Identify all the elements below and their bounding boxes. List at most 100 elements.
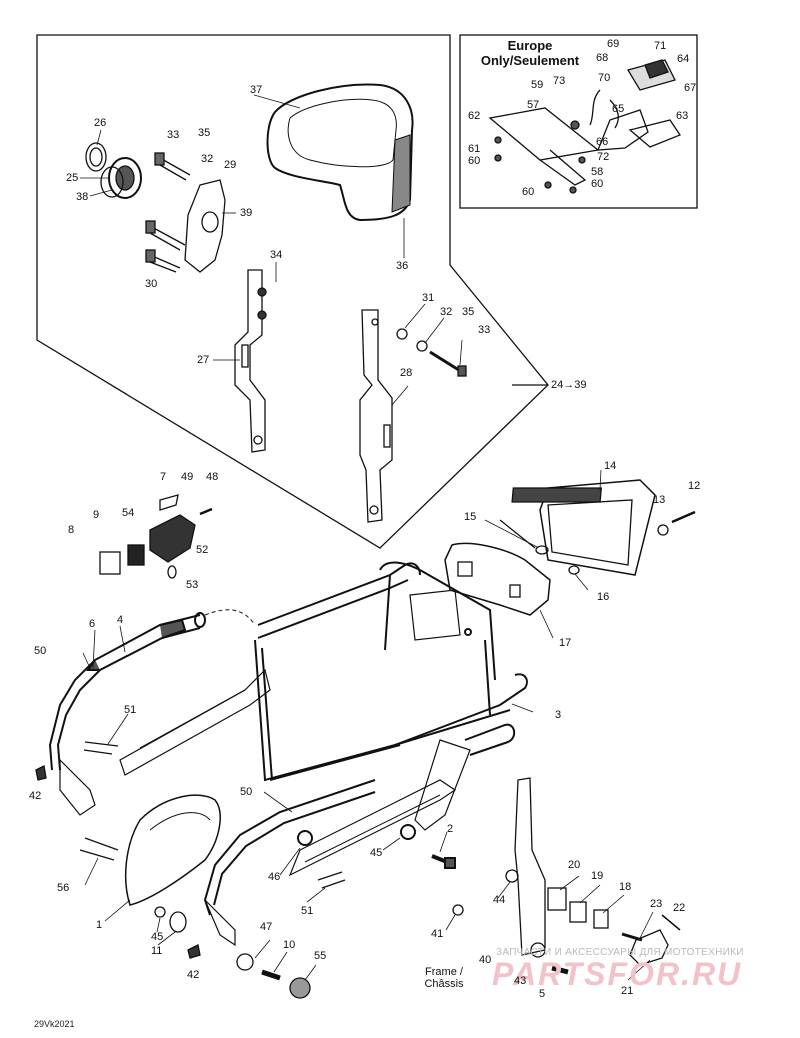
callout-42: 42 xyxy=(187,969,200,981)
callout-37: 37 xyxy=(250,84,263,96)
right-rail xyxy=(203,739,471,947)
group-range-label: 24→39 xyxy=(551,379,587,391)
callout-19: 19 xyxy=(591,870,604,882)
callout-30: 30 xyxy=(145,278,158,290)
europe-title-line1: Europe xyxy=(507,38,553,53)
callout-48: 48 xyxy=(206,471,219,483)
callout-71: 71 xyxy=(654,40,667,52)
callout-13: 13 xyxy=(653,494,666,506)
callout-70: 70 xyxy=(598,72,611,84)
europe-title-line2: Only/Seulement xyxy=(480,53,580,68)
callout-25: 25 xyxy=(66,172,79,184)
callout-29: 29 xyxy=(224,159,237,171)
callout-34: 34 xyxy=(270,249,283,261)
frame-note-line2: Châssis xyxy=(424,978,464,990)
frame-bracket xyxy=(514,777,681,966)
callout-23: 23 xyxy=(650,898,663,910)
callout-20: 20 xyxy=(568,859,581,871)
callout-60: 60 xyxy=(522,186,535,198)
frame-note: Frame / Châssis xyxy=(414,966,474,990)
callout-51: 51 xyxy=(124,704,137,716)
rack-frame xyxy=(254,561,528,782)
callout-28: 28 xyxy=(400,367,413,379)
callout-40: 40 xyxy=(479,954,492,966)
callout-36: 36 xyxy=(396,260,409,272)
callout-2: 2 xyxy=(447,823,454,835)
taillight-assembly xyxy=(444,479,696,616)
callout-61: 61 xyxy=(468,143,481,155)
callout-65: 65 xyxy=(612,103,625,115)
callout-18: 18 xyxy=(619,881,632,893)
callout-53: 53 xyxy=(186,579,199,591)
callout-57: 57 xyxy=(527,99,540,111)
callout-67: 67 xyxy=(684,82,697,94)
callout-32: 32 xyxy=(440,306,453,318)
callout-58: 58 xyxy=(591,166,604,178)
callout-66: 66 xyxy=(596,136,609,148)
callout-41: 41 xyxy=(431,928,444,940)
callout-35: 35 xyxy=(462,306,475,318)
europe-bracket xyxy=(488,59,681,194)
small-hardware xyxy=(35,741,569,999)
watermark-text: ЗАПЧАСТИ И АКСЕССУАРЫ ДЛЯ МОТОТЕХНИКИ xyxy=(496,947,744,958)
callout-21: 21 xyxy=(621,985,634,997)
callout-12: 12 xyxy=(688,480,701,492)
callout-14: 14 xyxy=(604,460,617,472)
left-rail xyxy=(48,609,271,816)
mud-flap xyxy=(124,794,221,906)
europe-box-outline xyxy=(459,34,698,209)
callout-46: 46 xyxy=(268,871,281,883)
callout-38: 38 xyxy=(76,191,89,203)
callout-16: 16 xyxy=(597,591,610,603)
callout-27: 27 xyxy=(197,354,210,366)
callout-62: 62 xyxy=(468,110,481,122)
callout-5: 5 xyxy=(539,988,546,1000)
switch-assembly xyxy=(99,494,213,579)
leader-lines xyxy=(80,94,654,981)
callout-73: 73 xyxy=(553,75,566,87)
callout-72: 72 xyxy=(597,151,610,163)
callout-22: 22 xyxy=(673,902,686,914)
callout-60: 60 xyxy=(468,155,481,167)
knob-assembly xyxy=(85,142,142,199)
callout-33: 33 xyxy=(478,324,491,336)
callout-44: 44 xyxy=(493,894,506,906)
bolts-upper xyxy=(145,152,191,273)
callout-17: 17 xyxy=(559,637,572,649)
callout-54: 54 xyxy=(122,507,135,519)
callout-7: 7 xyxy=(160,471,167,483)
callout-3: 3 xyxy=(555,709,562,721)
reference-code: 29Vk2021 xyxy=(34,1019,75,1029)
callout-56: 56 xyxy=(57,882,70,894)
callout-60: 60 xyxy=(591,178,604,190)
callout-35: 35 xyxy=(198,127,211,139)
callout-45: 45 xyxy=(151,931,164,943)
bracket-28 xyxy=(359,309,393,523)
callout-69: 69 xyxy=(607,38,620,50)
callout-39: 39 xyxy=(240,207,253,219)
callout-31: 31 xyxy=(422,292,435,304)
europe-box-title: Europe Only/Seulement xyxy=(466,38,594,68)
bracket-plate xyxy=(184,179,226,273)
callout-4: 4 xyxy=(117,614,124,626)
callout-49: 49 xyxy=(181,471,194,483)
callout-47: 47 xyxy=(260,921,273,933)
callout-8: 8 xyxy=(68,524,75,536)
callout-50: 50 xyxy=(34,645,47,657)
callout-11: 11 xyxy=(151,945,163,957)
callout-59: 59 xyxy=(531,79,544,91)
callout-68: 68 xyxy=(596,52,609,64)
callout-1: 1 xyxy=(96,919,103,931)
callout-43: 43 xyxy=(514,975,527,987)
callout-6: 6 xyxy=(89,618,96,630)
callout-10: 10 xyxy=(283,939,296,951)
callout-9: 9 xyxy=(93,509,100,521)
frame-note-line1: Frame / xyxy=(425,966,463,978)
callout-42: 42 xyxy=(29,790,42,802)
callout-64: 64 xyxy=(677,53,690,65)
callout-26: 26 xyxy=(94,117,107,129)
callout-51: 51 xyxy=(301,905,314,917)
callout-45: 45 xyxy=(370,847,383,859)
bracket-27 xyxy=(234,269,266,453)
